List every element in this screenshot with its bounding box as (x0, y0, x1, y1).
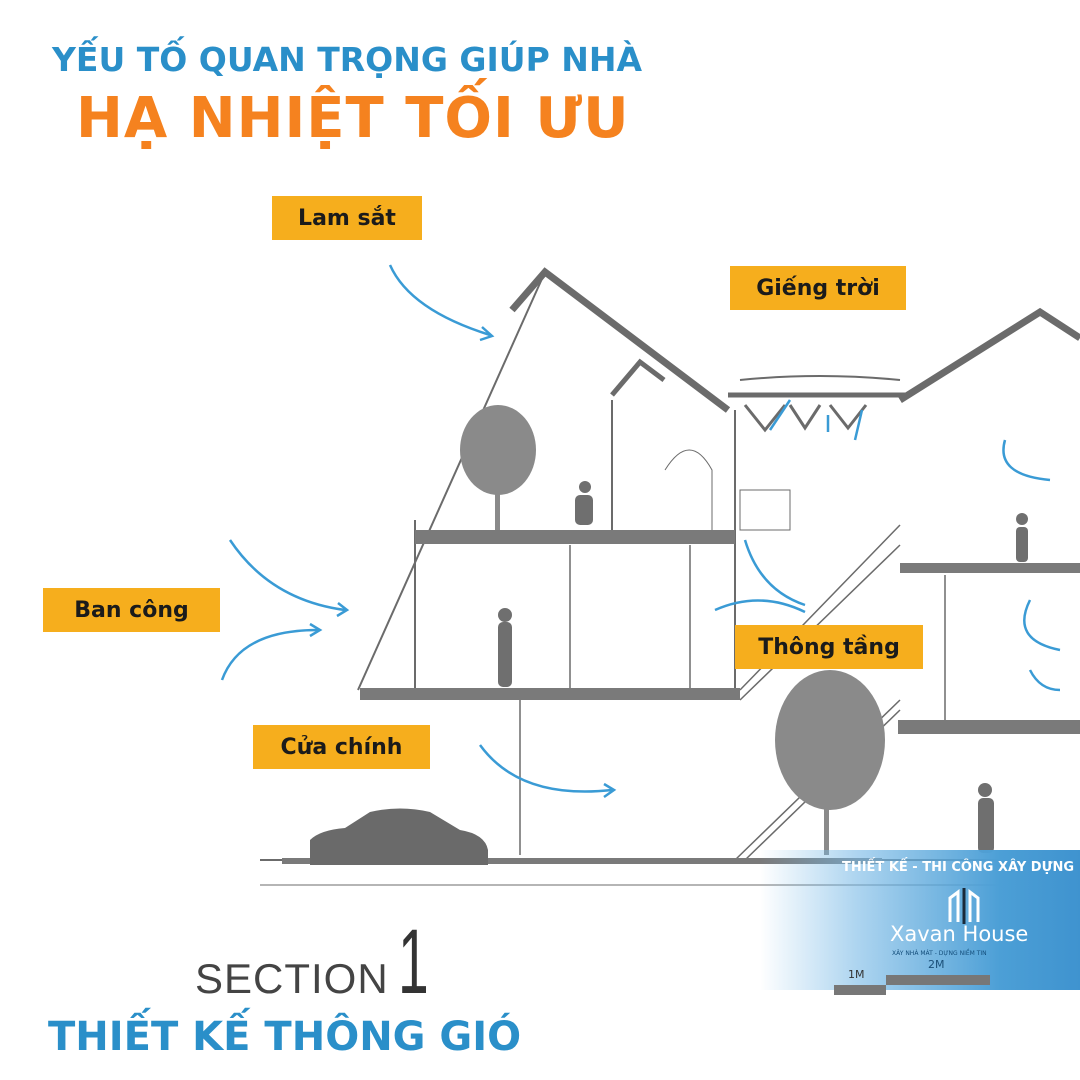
lam-sat-screen (357, 271, 546, 691)
watermark: THIẾT KẾ - THI CÔNG XÂY DỰNG Xavan House… (760, 850, 1080, 990)
scale-mark-2m: 2M (928, 958, 945, 971)
label-gieng-troi: Giếng trời (730, 266, 906, 310)
car (310, 808, 488, 865)
people (498, 481, 1028, 853)
xavan-logo-icon (948, 888, 980, 924)
airflow-arrows (220, 264, 1061, 799)
label-lam-sat: Lam sắt (272, 196, 422, 240)
title-line2: HẠ NHIỆT TỐI ƯU (76, 86, 630, 151)
left-roof (509, 267, 731, 413)
watermark-brand: Xavan House (890, 922, 1029, 946)
watermark-tagline: THIẾT KẾ - THI CÔNG XÂY DỰNG (841, 860, 1074, 875)
scale-mark-1m: 1M (848, 968, 865, 981)
section-word: SECTION (195, 955, 389, 1002)
label-thong-tang: Thông tầng (735, 625, 923, 669)
section-number: 1 (398, 911, 429, 1013)
right-roof (898, 307, 1080, 403)
floor-slabs (282, 530, 1080, 864)
watermark-slogan: XÂY NHÀ MÁT - DỰNG NIỀM TIN (892, 950, 987, 957)
label-cua-chinh: Cửa chính (253, 725, 430, 769)
trees (460, 405, 885, 855)
label-ban-cong: Ban công (43, 588, 220, 632)
footer-title: THIẾT KẾ THÔNG GIÓ (48, 1014, 522, 1060)
title-line1: YẾU TỐ QUAN TRỌNG GIÚP NHÀ (52, 40, 643, 79)
